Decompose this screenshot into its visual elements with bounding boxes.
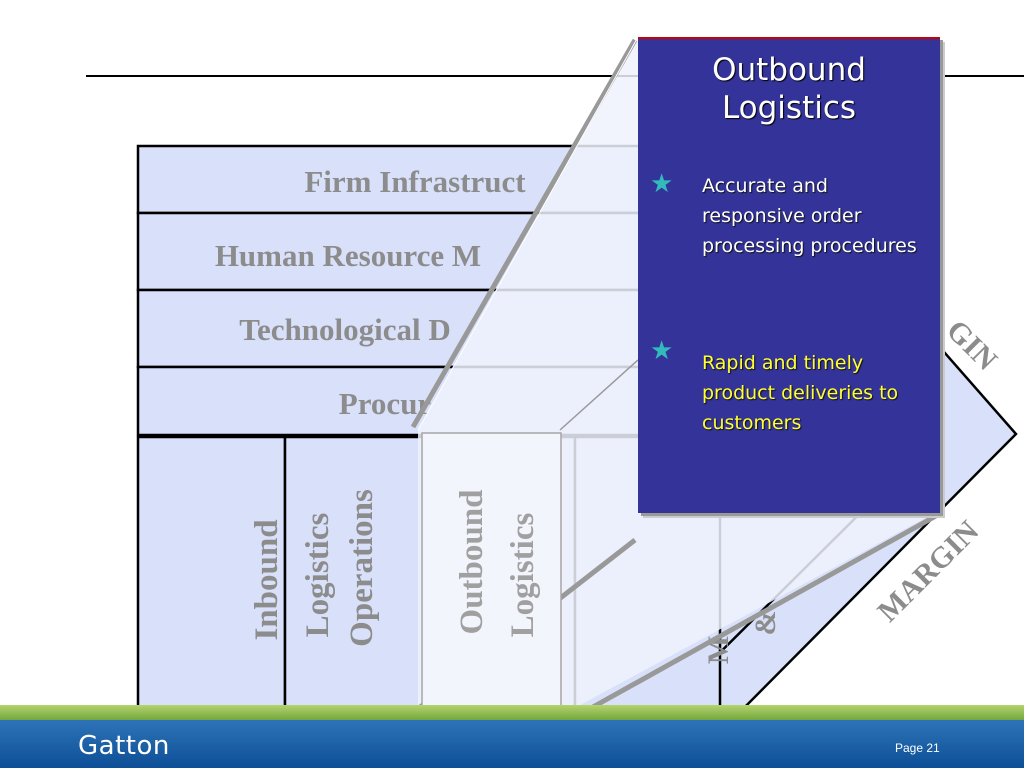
support-label-hr: Human Resource M <box>215 238 481 273</box>
support-label-tech: Technological D <box>239 312 451 347</box>
primary-label-outbound: Outbound <box>454 490 490 635</box>
zoom-funnel-edge-bottom <box>573 509 945 720</box>
footer-accent-band <box>0 705 1024 721</box>
callout-title-line2: Logistics <box>721 90 857 126</box>
primary-label-operations: Operations <box>344 489 380 647</box>
callout-bullet-2: Rapid and timely product deliveries to c… <box>702 352 899 434</box>
outbound-highlight-box <box>421 432 562 717</box>
callout-bullet-1: Accurate and responsive order processing… <box>702 175 917 257</box>
primary-label-m: M <box>702 636 735 664</box>
support-label-proc: Procur <box>339 386 432 421</box>
footer-bar <box>0 720 1024 768</box>
zoom-funnel-edge-top <box>410 38 638 429</box>
zoom-funnel-edge-top-inner <box>417 36 639 431</box>
page-number: Page 21 <box>895 741 940 755</box>
zoom-funnel-inner-line <box>559 359 639 431</box>
support-label-firm: Firm Infrastruct <box>304 164 526 199</box>
callout-panel: Outbound Logistics ★ Accurate and respon… <box>638 37 940 513</box>
primary-label-inbound: Inbound <box>249 519 285 640</box>
star-bullet-icon: ★ <box>650 336 674 366</box>
callout-title-line1: Outbound <box>712 52 866 88</box>
primary-col-2-box <box>283 435 432 724</box>
callout-title: Outbound Logistics <box>638 51 940 127</box>
primary-label-logistics-2: Logistics <box>505 513 541 638</box>
brand-logo-text: Gatton <box>78 731 170 761</box>
primary-label-amp: & <box>749 611 782 636</box>
star-bullet-icon: ★ <box>650 169 674 199</box>
primary-col-1-box <box>136 435 287 724</box>
primary-label-logistics-1: Logistics <box>300 513 336 638</box>
